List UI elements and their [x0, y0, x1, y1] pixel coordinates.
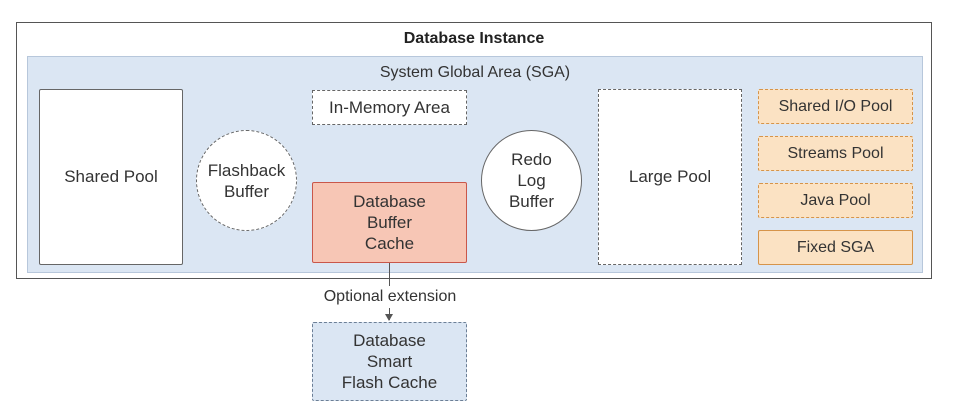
- optional-extension-label: Optional extension: [300, 286, 480, 308]
- shared-pool-label: Shared Pool: [64, 167, 158, 186]
- large-pool-label: Large Pool: [628, 167, 712, 186]
- shared-pool-box: Shared Pool: [39, 89, 183, 265]
- fixed-sga-box: Fixed SGA: [758, 230, 913, 265]
- in-memory-area-label: In-Memory Area: [329, 97, 450, 117]
- flashback-buffer-line-1: Flashback: [207, 160, 286, 180]
- java-pool-box: Java Pool: [758, 183, 913, 218]
- buffer-cache-line-2: Buffer: [366, 213, 413, 232]
- smart-flash-cache-box: Database Smart Flash Cache: [312, 322, 467, 401]
- shared-io-pool-box: Shared I/O Pool: [758, 89, 913, 124]
- flashback-buffer-circle: Flashback Buffer: [196, 130, 297, 231]
- streams-pool-label: Streams Pool: [787, 144, 884, 162]
- in-memory-area-box: In-Memory Area: [312, 90, 467, 125]
- sga-title: System Global Area (SGA): [379, 64, 571, 81]
- buffer-cache-line-3: Cache: [364, 234, 415, 253]
- buffer-cache-line-1: Database: [353, 192, 426, 211]
- flash-cache-line-2: Smart: [366, 352, 413, 371]
- fixed-sga-label: Fixed SGA: [796, 238, 875, 256]
- flash-cache-line-1: Database: [353, 331, 426, 350]
- large-pool-box: Large Pool: [598, 89, 742, 265]
- arrow-down-icon: [385, 314, 393, 321]
- flash-cache-line-3: Flash Cache: [341, 373, 438, 392]
- redo-log-line-1: Redo: [511, 150, 552, 169]
- database-instance-title: Database Instance: [403, 30, 545, 47]
- redo-log-buffer-circle: Redo Log Buffer: [481, 130, 582, 231]
- redo-log-line-3: Buffer: [508, 192, 555, 211]
- streams-pool-box: Streams Pool: [758, 136, 913, 171]
- flashback-buffer-line-2: Buffer: [223, 181, 270, 201]
- database-buffer-cache-box: Database Buffer Cache: [312, 182, 467, 263]
- shared-io-pool-label: Shared I/O Pool: [778, 97, 893, 115]
- java-pool-label: Java Pool: [800, 191, 871, 209]
- redo-log-line-2: Log: [517, 171, 546, 190]
